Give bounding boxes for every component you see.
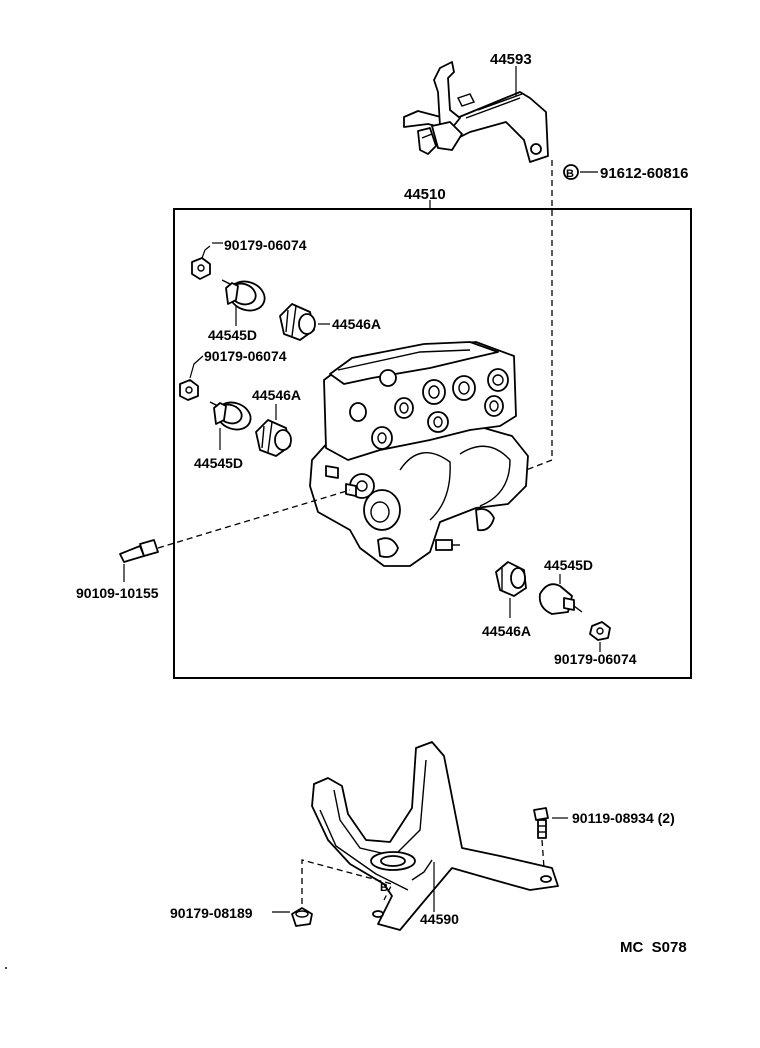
- bolt-90119-08934[interactable]: [533, 807, 549, 839]
- label-90119-08934: 90119-08934 (2): [572, 810, 675, 826]
- label-nut-right: 90179-06074: [554, 651, 637, 667]
- label-44510: 44510: [404, 186, 446, 203]
- label-44545D-mid: 44545D: [194, 455, 243, 471]
- nut-90179-06074-mid[interactable]: [179, 379, 199, 401]
- assembly-box-44510: [173, 208, 692, 679]
- label-44546A-top: 44546A: [332, 316, 381, 332]
- label-44545D-top: 44545D: [208, 327, 257, 343]
- label-44590: 44590: [420, 911, 459, 927]
- cushion-44545D-mid[interactable]: [209, 398, 254, 434]
- nut-90179-08189[interactable]: [291, 907, 313, 927]
- catalog-code: MC S078: [620, 939, 687, 956]
- cushion-44546A-mid[interactable]: [255, 419, 292, 457]
- base-bracket-44590[interactable]: [311, 741, 559, 931]
- label-nut-mid: 90179-06074: [204, 348, 287, 364]
- label-90109-10155: 90109-10155: [76, 585, 159, 601]
- cushion-44545D-top[interactable]: [221, 277, 269, 316]
- nut-90179-06074-top[interactable]: [191, 257, 211, 280]
- cushion-44545D-right[interactable]: [538, 583, 583, 615]
- cushion-44546A-right[interactable]: [495, 561, 527, 597]
- label-91612-60816: 91612-60816: [600, 165, 688, 182]
- base-marker-letter: B: [380, 882, 388, 894]
- bracket-44593[interactable]: [403, 61, 549, 163]
- label-nut-top: 90179-06074: [224, 237, 307, 253]
- abs-actuator-body[interactable]: [309, 341, 529, 567]
- label-44546A-mid: 44546A: [252, 387, 301, 403]
- bolt-marker-letter: B: [566, 168, 574, 180]
- label-90179-08189: 90179-08189: [170, 905, 253, 921]
- bolt-B-marker: B: [563, 164, 579, 180]
- nut-90179-06074-right[interactable]: [589, 621, 611, 641]
- union-bolt-90109-10155[interactable]: [119, 539, 159, 563]
- cushion-44546A-top[interactable]: [279, 303, 316, 341]
- label-44593: 44593: [490, 51, 532, 68]
- label-44545D-right: 44545D: [544, 557, 593, 573]
- label-44546A-right: 44546A: [482, 623, 531, 639]
